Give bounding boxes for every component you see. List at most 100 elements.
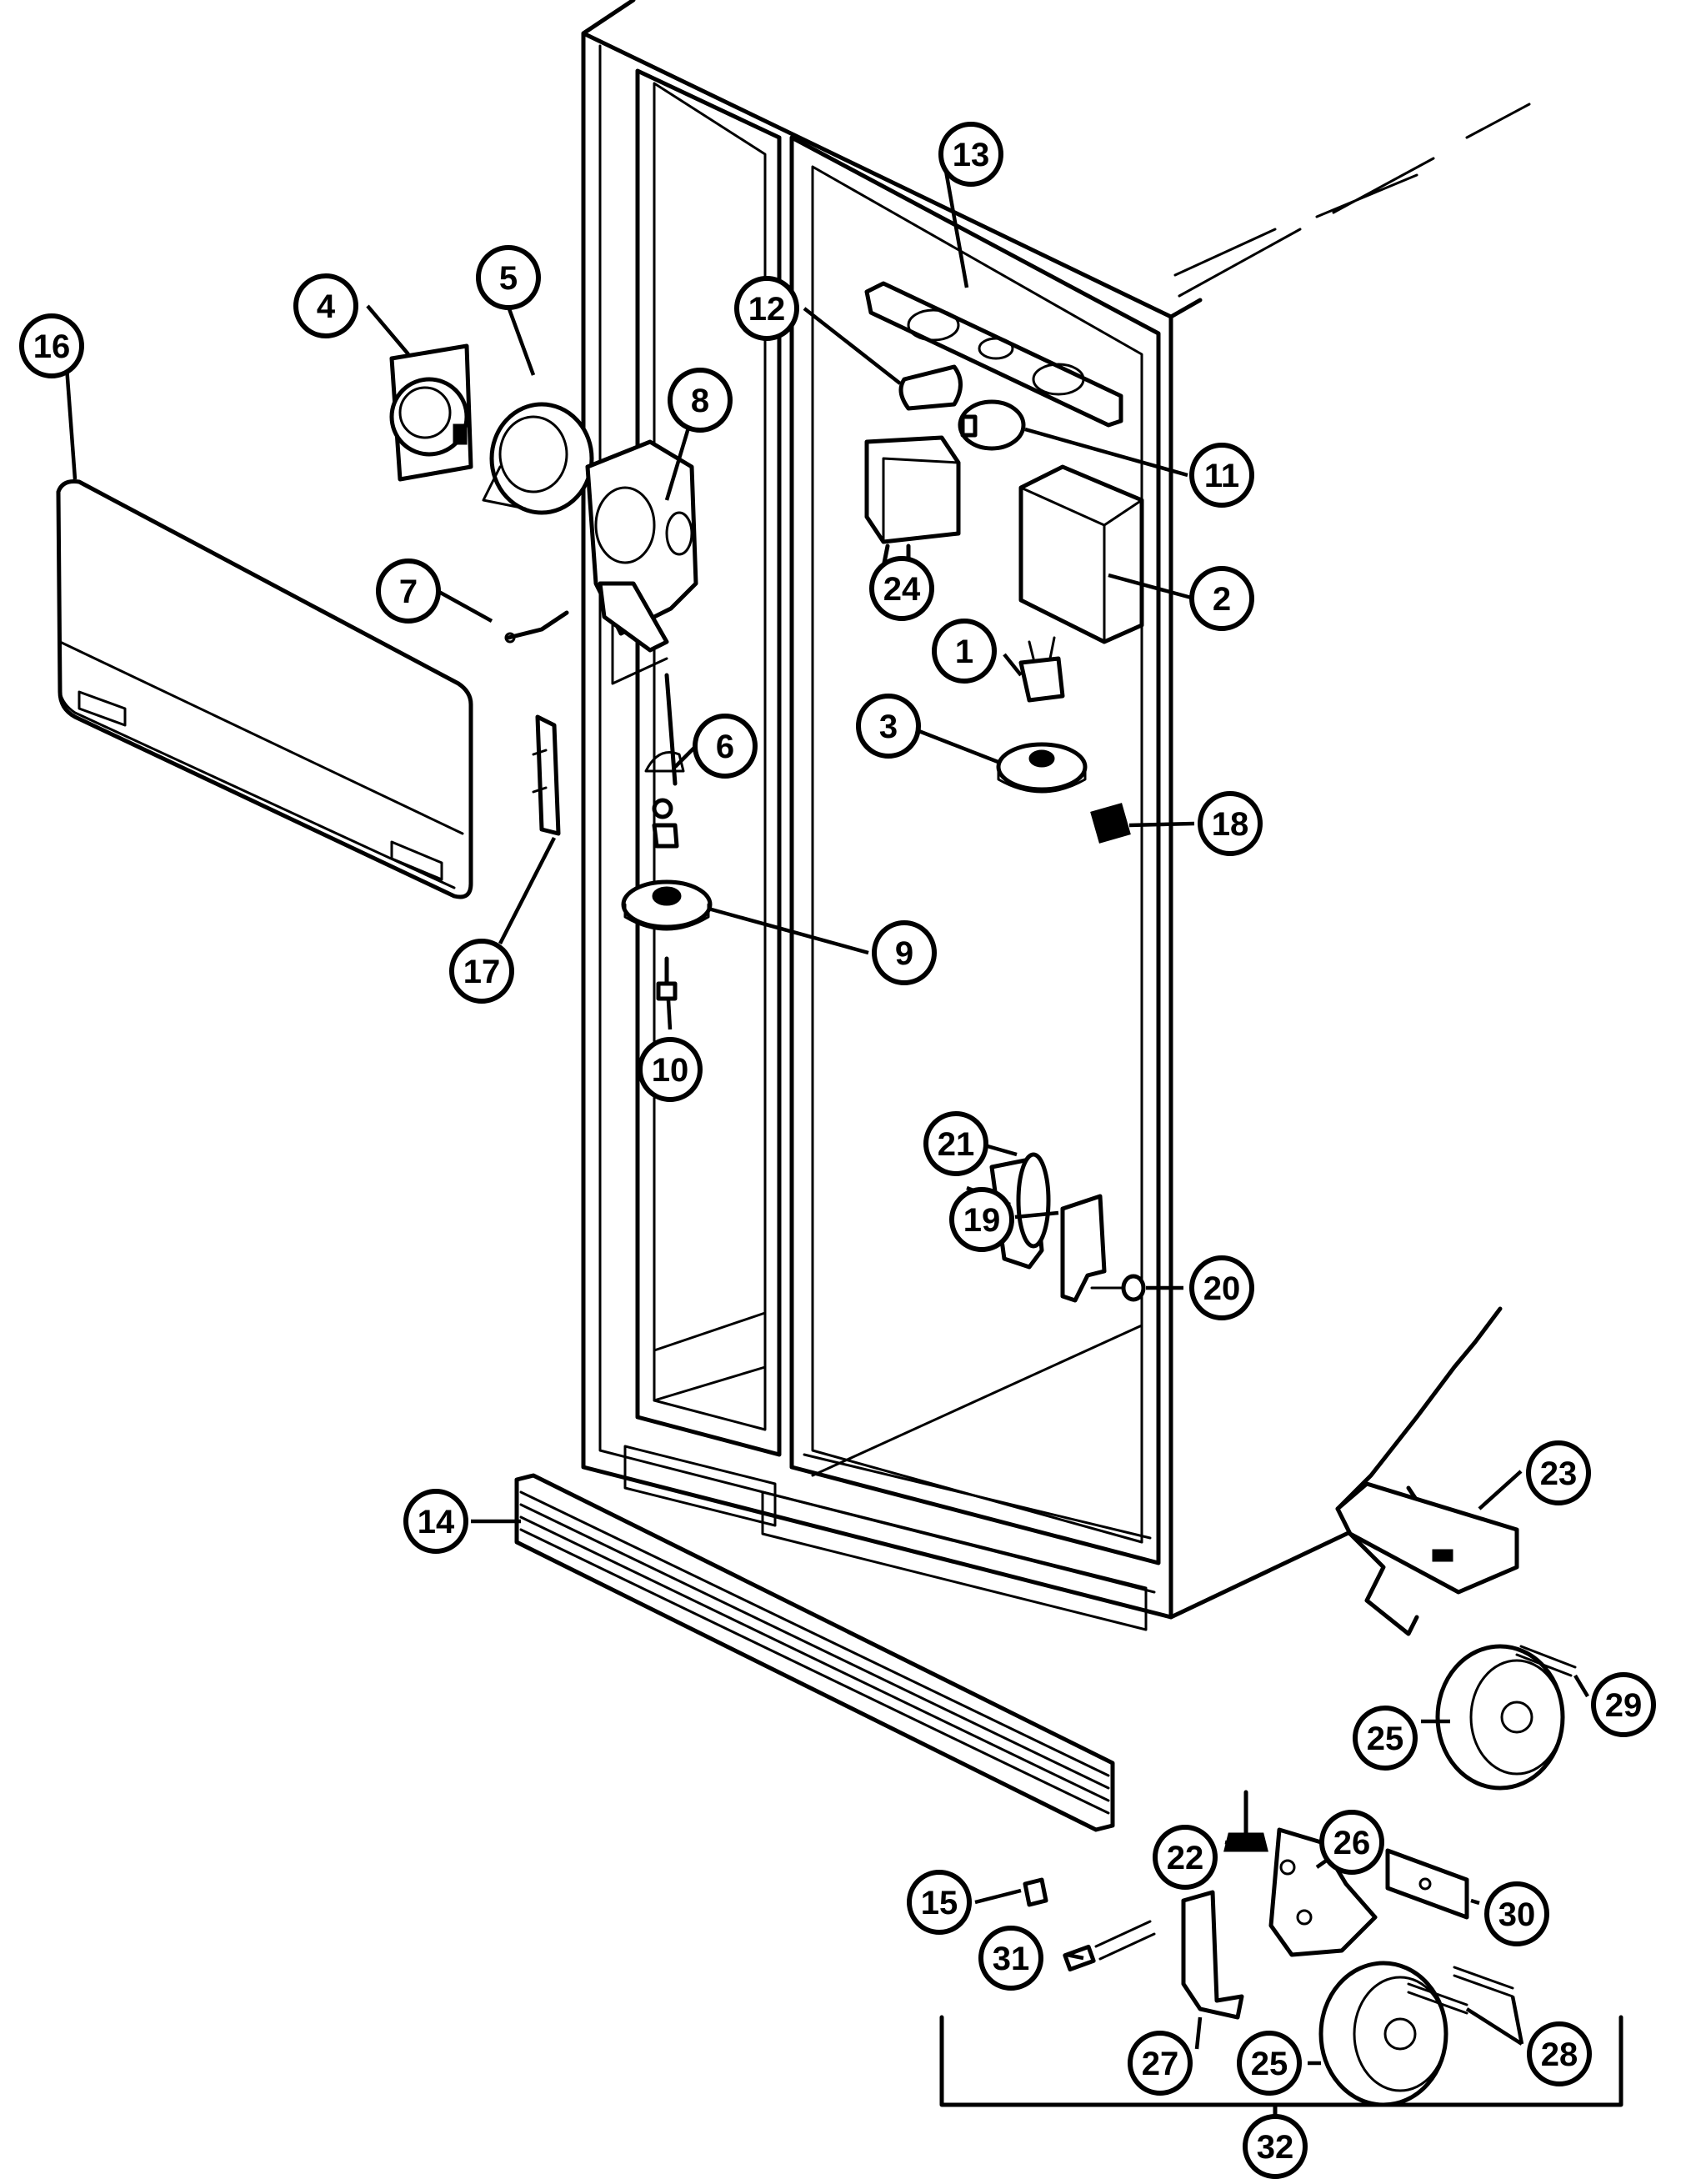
callout-circle [1189,443,1254,508]
part-2-cover [1018,464,1144,644]
callout-number: 20 [1203,1270,1241,1307]
part-31-bolt [1063,1920,1156,1972]
callout-circle [293,273,358,338]
callout-c2: 2 [1189,566,1254,631]
callout-c28: 28 [1527,2021,1592,2086]
callout-number: 21 [938,1126,975,1163]
part-20-screw [1090,1274,1146,1302]
callout-number: 28 [1541,2036,1578,2073]
part-10-screw [656,956,678,1001]
part-24-timer [864,435,961,569]
callout-number: 9 [895,935,913,972]
callout-number: 16 [33,328,71,365]
part-23-rail [1335,1306,1519,1636]
callout-number: 5 [499,260,518,297]
callout-c18: 18 [1198,791,1263,856]
callout-layer: 1234567891011121314151617181920212223242… [19,122,1656,2179]
callout-number: 30 [1498,1896,1536,1933]
callout-circle [376,559,441,624]
callout-circle [1189,566,1254,631]
callout-circle [693,714,758,779]
leader-lines [64,170,1589,2066]
callout-c12: 12 [734,276,799,341]
part-8-housing [585,439,698,685]
part-15-clip [1023,1877,1048,1907]
callout-c25b: 25 [1237,2031,1302,2096]
part-22-leveler [1223,1790,1268,1852]
callout-c26: 26 [1319,1810,1384,1875]
cabinet-drawing [581,0,1531,1631]
callout-circle [19,313,84,378]
part-17-bracket [532,714,561,836]
callout-c4: 4 [293,273,358,338]
callout-circle [949,1187,1014,1252]
callout-circle [1128,2031,1193,2096]
part-3-knob [996,742,1088,794]
callout-number: 22 [1167,1840,1204,1876]
part-7-pin [504,610,569,644]
callout-c20: 20 [1189,1255,1254,1320]
part-28-pins [1407,1966,1514,2015]
callout-circle [872,920,937,985]
callout-number: 1 [955,634,973,670]
part-25-wheel-lower [1318,1961,1448,2107]
callout-c21: 21 [923,1111,988,1176]
callout-number: 24 [883,571,921,608]
part-30-plate [1385,1848,1469,1920]
callout-number: 19 [963,1202,1001,1239]
callout-number: 3 [879,709,898,745]
callout-circle [1319,1810,1384,1875]
callout-number: 14 [418,1504,455,1540]
callout-number: 2 [1213,581,1231,618]
callout-c16: 16 [19,313,84,378]
callout-c6: 6 [693,714,758,779]
callout-number: 29 [1605,1687,1643,1724]
callout-c11: 11 [1189,443,1254,508]
callout-number: 32 [1257,2129,1294,2166]
callout-circle [978,1926,1043,1991]
callout-number: 18 [1212,806,1249,843]
part-16-dispenser-panel [56,479,473,899]
callout-circle [1198,791,1263,856]
callout-circle [638,1037,703,1102]
part-13-light-bracket [864,281,1123,428]
callout-number: 6 [716,729,734,765]
callout-number: 8 [691,383,709,419]
callout-number: 11 [1204,458,1239,494]
callout-circle [1243,2114,1308,2179]
part-9-knob [621,879,713,931]
callout-c23: 23 [1526,1440,1591,1505]
callout-number: 23 [1540,1455,1578,1492]
callout-c30: 30 [1484,1881,1549,1946]
callout-number: 4 [317,288,336,325]
callout-circle [856,694,921,759]
callout-number: 25 [1251,2046,1288,2082]
callout-circle [668,368,733,433]
callout-c29: 29 [1591,1672,1656,1737]
callout-circle [1527,2021,1592,2086]
callout-c25a: 25 [1353,1706,1418,1771]
callout-circle [923,1111,988,1176]
callout-circle [476,245,541,310]
part-11-bulb [958,399,1026,451]
callout-c9: 9 [872,920,937,985]
callout-circle [449,939,514,1004]
callout-circle [734,276,799,341]
callout-c24: 24 [869,556,934,621]
callout-circle [869,556,934,621]
callout-c22: 22 [1153,1825,1218,1890]
callout-number: 31 [993,1941,1030,1977]
callout-number: 15 [921,1885,958,1921]
callout-c32: 32 [1243,2114,1308,2179]
callout-circle [1484,1881,1549,1946]
callout-c27: 27 [1128,2031,1193,2096]
callout-circle [907,1870,972,1935]
part-14-grille [514,1473,1115,1832]
callout-c7: 7 [376,559,441,624]
part-4-bracket [389,343,473,482]
callout-c31: 31 [978,1926,1043,1991]
callout-circle [1353,1706,1418,1771]
part-12-socket [898,364,963,411]
